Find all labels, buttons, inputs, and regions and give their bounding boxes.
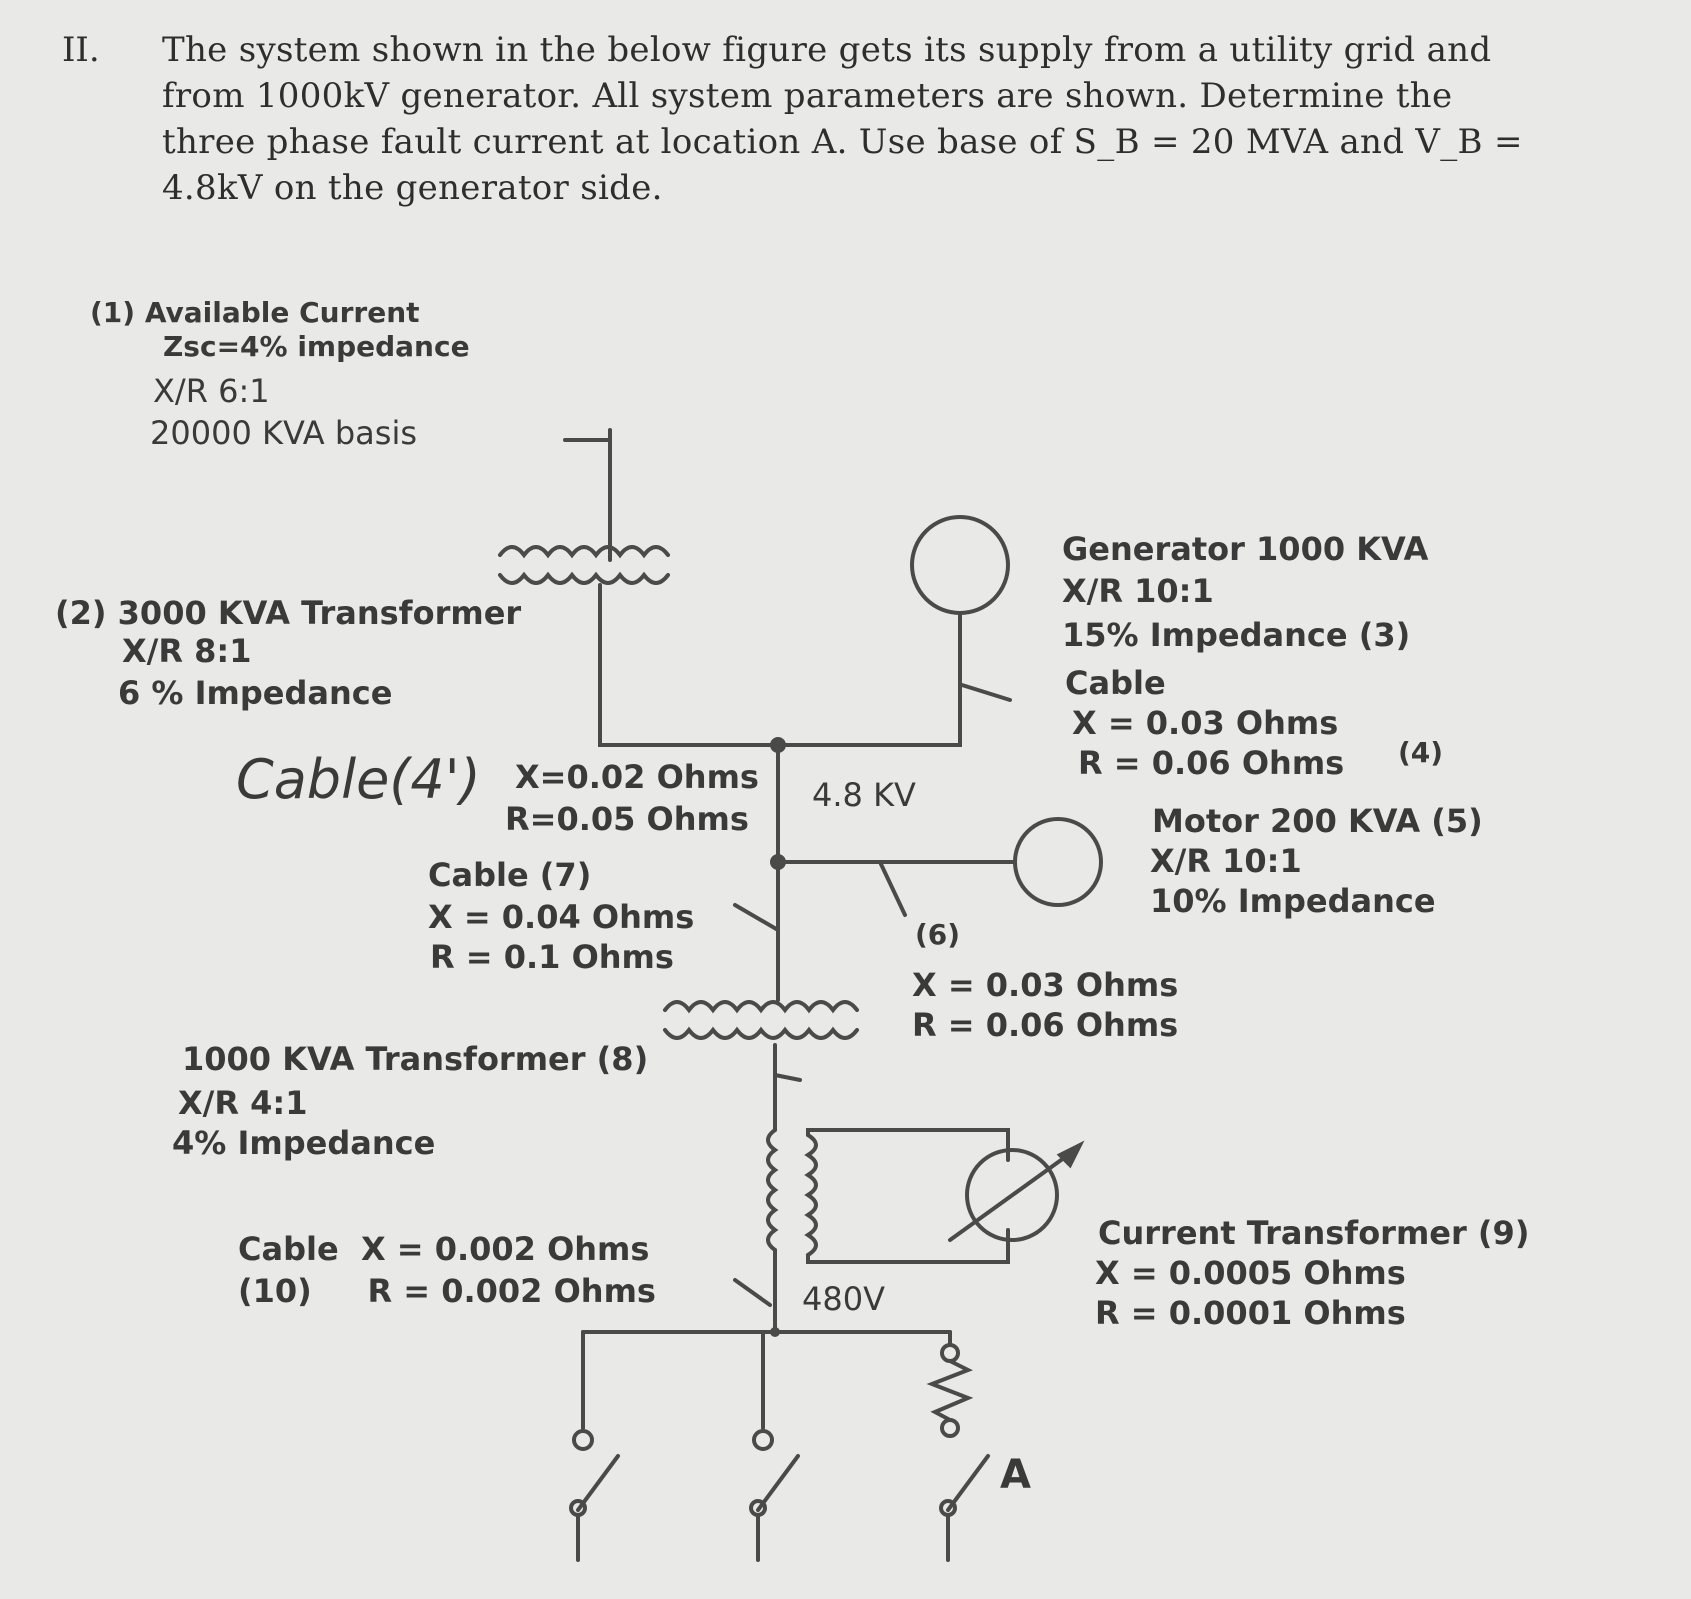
cable-10-label-2: (10) R = 0.002 Ohms <box>238 1272 656 1310</box>
transformer-2-label-1: (2) 3000 KVA Transformer <box>55 594 522 632</box>
ct-label-3: R = 0.0001 Ohms <box>1095 1294 1406 1332</box>
generator-label-2: X/R 10:1 <box>1062 572 1214 610</box>
fuse-top-terminal <box>940 1343 960 1363</box>
ct-secondary-loop <box>806 1128 1010 1264</box>
question-line-2: from 1000kV generator. All system parame… <box>162 76 1453 116</box>
motor-label-1: Motor 200 KVA (5) <box>1152 802 1483 840</box>
feeder-1-breaker-blade <box>576 1454 620 1512</box>
cable-6-tick <box>878 860 907 917</box>
feeder-3-breaker-blade <box>946 1454 990 1512</box>
utility-label-1: (1) Available Current <box>90 296 420 329</box>
cable-10-label-1: Cable X = 0.002 Ohms <box>238 1230 650 1268</box>
question-line-3: three phase fault current at location A.… <box>162 122 1523 162</box>
lv-voltage-label: 480V <box>802 1280 885 1318</box>
ct-label-1: Current Transformer (9) <box>1098 1214 1530 1252</box>
cable-7-tick <box>733 903 780 932</box>
cable-6-number: (6) <box>915 918 961 951</box>
transformer-2-lead <box>598 583 780 747</box>
transformer-8-label-3: 4% Impedance <box>172 1124 436 1162</box>
cable-4-label-1: Cable <box>1065 664 1166 702</box>
cable-4-number: (4) <box>1398 736 1444 769</box>
transformer-8-secondary-winding <box>663 1026 859 1040</box>
cable-7-label-3: R = 0.1 Ohms <box>430 938 674 976</box>
cable-6-label-r: R = 0.06 Ohms <box>912 1006 1179 1044</box>
fault-point-label: A <box>1000 1452 1031 1498</box>
motor-symbol <box>1013 817 1103 907</box>
utility-label-3: X/R 6:1 <box>153 372 270 410</box>
generator-symbol <box>910 515 1010 615</box>
fuse-symbol <box>926 1359 974 1422</box>
generator-label-3: 15% Impedance (3) <box>1062 616 1411 654</box>
cable-10-tick <box>733 1278 772 1307</box>
motor-label-3: 10% Impedance <box>1150 882 1436 920</box>
ct-secondary-coil <box>804 1133 818 1257</box>
ct-label-2: X = 0.0005 Ohms <box>1095 1254 1406 1292</box>
handwritten-cable-r: R=0.05 Ohms <box>505 800 749 838</box>
transformer-8-label-1: 1000 KVA Transformer (8) <box>182 1040 649 1078</box>
ammeter-symbol <box>965 1148 1059 1242</box>
cable-4-label-2: X = 0.03 Ohms <box>1072 704 1339 742</box>
ct-primary-coil <box>766 1128 779 1252</box>
transformer-8-lead <box>773 1043 802 1132</box>
fuse-bottom-terminal <box>940 1418 960 1438</box>
generator-cable-line <box>776 611 962 747</box>
bus-node-480v <box>770 1327 780 1337</box>
utility-label-2: Zsc=4% impedance <box>163 330 470 363</box>
cable-4-tick <box>960 683 1012 702</box>
cable-6-label-x: X = 0.03 Ohms <box>912 966 1179 1004</box>
feeder-2-breaker-blade <box>756 1454 800 1512</box>
utility-source-line <box>563 428 612 562</box>
transformer-2-label-2: X/R 8:1 <box>122 632 252 670</box>
question-number: II. <box>62 30 100 70</box>
question-line-1: The system shown in the below figure get… <box>162 30 1492 70</box>
bus-node-4-8kv <box>770 737 786 753</box>
handwritten-cable-label: Cable(4') <box>236 748 481 811</box>
question-line-4: 4.8kV on the generator side. <box>162 168 663 208</box>
cable-4-label-3: R = 0.06 Ohms <box>1078 744 1345 782</box>
cable-7-label-1: Cable (7) <box>428 856 592 894</box>
ammeter-needle <box>948 1148 1077 1242</box>
transformer-2-label-3: 6 % Impedance <box>118 674 393 712</box>
bus-node-motor <box>770 854 786 870</box>
transformer-8-primary-winding <box>663 1000 859 1014</box>
handwritten-cable-x: X=0.02 Ohms <box>515 758 759 796</box>
feeder-2-breaker-top <box>752 1429 774 1451</box>
bus-voltage-label: 4.8 KV <box>812 776 916 814</box>
transformer-8-label-2: X/R 4:1 <box>178 1084 308 1122</box>
transformer-2-secondary-winding <box>498 571 670 585</box>
feeder-1-breaker-top <box>572 1429 594 1451</box>
transformer-2-primary-winding <box>498 545 670 559</box>
utility-label-4: 20000 KVA basis <box>150 414 418 452</box>
generator-label-1: Generator 1000 KVA <box>1062 530 1429 568</box>
motor-label-2: X/R 10:1 <box>1150 842 1302 880</box>
cable-7-label-2: X = 0.04 Ohms <box>428 898 695 936</box>
ammeter-needle-head <box>1056 1140 1085 1169</box>
